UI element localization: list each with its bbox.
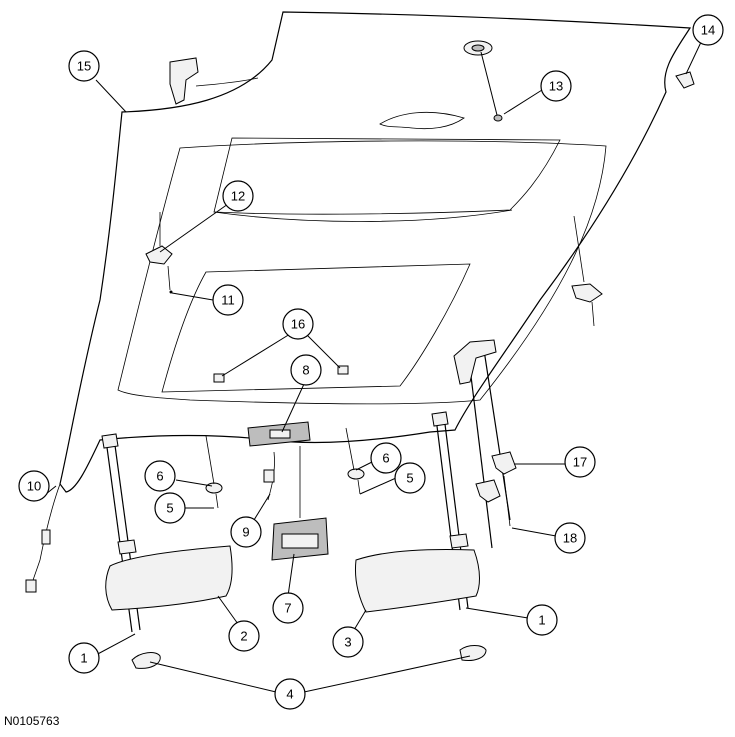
svg-text:2: 2 xyxy=(240,629,247,644)
antenna-mount xyxy=(463,40,503,122)
svg-text:9: 9 xyxy=(242,525,249,540)
callout-14: 14 xyxy=(692,14,724,46)
svg-text:4: 4 xyxy=(286,687,293,702)
visor-clips xyxy=(131,645,487,669)
svg-text:12: 12 xyxy=(231,189,245,204)
callout-7: 7 xyxy=(272,592,304,624)
callout-11: 11 xyxy=(212,284,244,316)
callout-17: 17 xyxy=(564,446,596,478)
svg-text:5: 5 xyxy=(406,471,413,486)
callout-12: 12 xyxy=(222,180,254,212)
callout-10: 10 xyxy=(18,470,50,502)
svg-text:7: 7 xyxy=(284,601,291,616)
callout-1-left: 1 xyxy=(68,642,100,674)
svg-text:1: 1 xyxy=(538,613,545,628)
svg-text:14: 14 xyxy=(701,23,715,38)
callout-18: 18 xyxy=(554,522,586,554)
callout-8: 8 xyxy=(290,354,322,386)
svg-text:3: 3 xyxy=(344,635,351,650)
mounting-bolts xyxy=(205,427,365,509)
svg-text:16: 16 xyxy=(291,317,305,332)
leader-lines xyxy=(45,39,703,693)
svg-text:15: 15 xyxy=(77,59,91,74)
callout-3: 3 xyxy=(332,626,364,658)
callout-5-left: 5 xyxy=(154,492,186,524)
pillar-connector-left xyxy=(25,483,61,593)
mirror-bracket xyxy=(169,57,259,105)
retainer-clips xyxy=(213,365,349,383)
figure-reference-code: N0105763 xyxy=(4,714,60,728)
callout-5-right: 5 xyxy=(394,462,426,494)
overhead-console-frame xyxy=(247,421,311,447)
callout-9: 9 xyxy=(230,516,262,548)
callout-16: 16 xyxy=(282,308,314,340)
callout-6-left: 6 xyxy=(144,460,176,492)
svg-text:17: 17 xyxy=(573,455,587,470)
coat-hook-right xyxy=(675,71,695,89)
svg-text:5: 5 xyxy=(166,501,173,516)
callout-13: 13 xyxy=(540,70,572,102)
assist-handle-clip-left xyxy=(145,212,173,294)
console-wire xyxy=(263,451,275,501)
svg-text:11: 11 xyxy=(221,293,235,308)
svg-text:1: 1 xyxy=(80,651,87,666)
callout-4: 4 xyxy=(274,678,306,710)
callout-6-right: 6 xyxy=(370,442,402,474)
svg-text:18: 18 xyxy=(563,531,577,546)
svg-text:8: 8 xyxy=(302,363,309,378)
sunvisor-rods xyxy=(101,339,511,633)
overhead-console xyxy=(271,446,329,561)
svg-text:10: 10 xyxy=(27,479,41,494)
svg-text:13: 13 xyxy=(549,79,563,94)
wiring-harness xyxy=(379,111,465,130)
assist-handle-clip-right xyxy=(571,215,603,327)
svg-text:6: 6 xyxy=(156,469,163,484)
callout-15: 15 xyxy=(68,50,100,82)
sunvisor-right xyxy=(355,548,480,613)
callout-2: 2 xyxy=(228,620,260,652)
callout-1-right: 1 xyxy=(526,604,558,636)
coat-hooks xyxy=(475,451,517,527)
sunvisor-left xyxy=(105,545,233,611)
svg-text:6: 6 xyxy=(382,451,389,466)
